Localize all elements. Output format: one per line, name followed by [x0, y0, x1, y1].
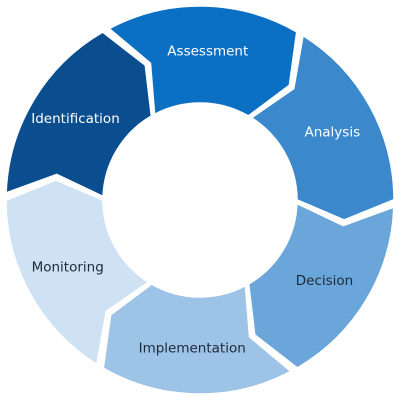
cycle-label-decision: Decision [296, 273, 353, 289]
cycle-label-analysis: Analysis [304, 125, 360, 141]
cycle-segment-assessment [107, 5, 298, 117]
cycle-segment-identification [5, 31, 153, 198]
cycle-segment-implementation [102, 283, 293, 395]
cycle-segments [5, 5, 395, 395]
cycle-label-assessment: Assessment [167, 44, 248, 60]
cycle-segment-decision [247, 202, 395, 369]
cycle-segment-monitoring [5, 179, 150, 366]
cycle-segment-analysis [250, 34, 395, 221]
cycle-labels: AssessmentAnalysisDecisionImplementation… [31, 44, 360, 357]
cycle-label-identification: Identification [31, 111, 120, 127]
cycle-label-implementation: Implementation [139, 340, 246, 356]
cycle-label-monitoring: Monitoring [32, 259, 104, 275]
